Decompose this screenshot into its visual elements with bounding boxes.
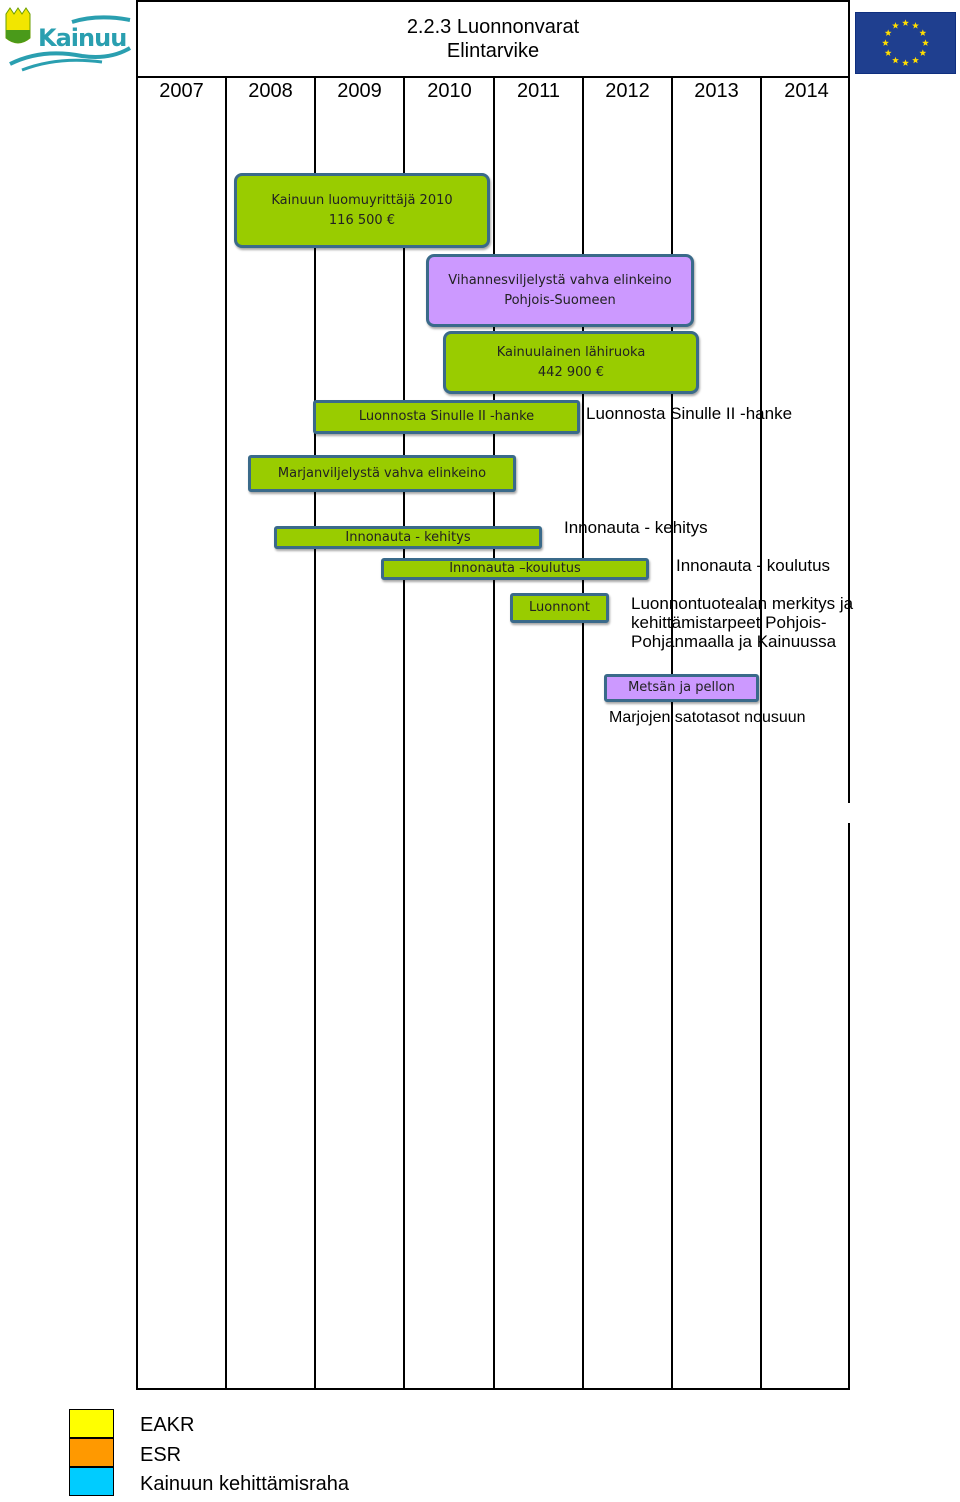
year-label: 2009 [337,80,382,102]
note-line: Luonnontuotealan merkitys ja [631,594,854,613]
eu-star-icon [902,19,909,26]
header-divider [136,76,850,78]
year-label: 2014 [784,80,829,102]
year-label: 2007 [159,80,204,102]
page-title: 2.2.3 Luonnonvarat [406,16,580,38]
eu-star-icon [919,49,927,56]
note-luonnosta-sinulle: Luonnosta Sinulle II -hanke [586,404,793,423]
legend-label-eakr: EAKR [140,1414,195,1436]
project-name: Marjanviljelystä vahva elinkeino [277,465,487,481]
year-column-divider [403,78,405,1390]
eu-star-icon [882,39,889,46]
project-name: Luonnosta Sinulle II -hanke [358,409,535,424]
legend-swatch-eakr [69,1409,114,1438]
project-name: Kainuun luomuyrittäjä 2010 [271,192,453,208]
eu-star-icon [912,56,919,64]
eu-star-icon [912,22,919,29]
legend-label-kehittamisraha: Kainuun kehittämisraha [140,1473,350,1495]
project-vihannesviljely[interactable]: Vihannesviljelystä vahva elinkeino Pohjo… [426,254,694,327]
legend-label-esr: ESR [140,1444,182,1466]
note-line: Pohjanmaalla ja Kainuussa [631,632,837,651]
year-label: 2011 [516,80,560,102]
eu-star-icon [892,56,899,64]
note-innonauta-kehitys: Innonauta - kehitys [564,518,708,537]
project-metsan-ja-pellon[interactable]: Metsän ja pellon [604,674,759,702]
project-name: Vihannesviljelystä vahva elinkeino [448,272,672,288]
eu-star-icon [922,39,929,46]
year-column-divider [314,78,316,1390]
project-name: Kainuulainen lähiruoka [496,344,646,360]
year-label: 2008 [248,80,293,102]
year-column-divider [671,78,673,1390]
eu-star-icon [892,22,899,29]
kainuu-logo-icon [2,4,134,74]
project-luonnontuote[interactable]: Luonnont [510,593,609,623]
frame-gap [846,803,854,823]
legend-swatch-esr [69,1438,114,1467]
year-column-divider [225,78,227,1390]
year-column-divider [582,78,584,1390]
note-luonnontuotealan-merkitys: Luonnontuotealan merkitys ja kehittämist… [631,594,853,651]
project-innonauta-kehitys[interactable]: Innonauta - kehitys [274,526,542,549]
eu-star-icon [902,59,909,66]
project-name: Innonauta –koulutus [449,561,581,576]
legend-swatch-kehittamisraha [69,1467,114,1496]
project-name: Metsän ja pellon [628,680,735,695]
year-label: 2012 [605,80,650,102]
year-label: 2010 [427,80,472,102]
logo-text: Kainuu [38,24,127,52]
project-name: Luonnont [529,600,590,615]
project-innonauta-koulutus[interactable]: Innonauta –koulutus [381,558,649,580]
note-innonauta-koulutus: Innonauta - koulutus [676,556,831,575]
project-luonnosta-sinulle[interactable]: Luonnosta Sinulle II -hanke [313,400,580,434]
project-lahiruoka[interactable]: Kainuulainen lähiruoka 442 900 € [443,331,699,394]
page-subtitle: Elintarvike [446,40,540,62]
project-marjanviljely[interactable]: Marjanviljelystä vahva elinkeino [248,455,516,492]
year-column-divider [760,78,762,1390]
project-luomuyrittaja[interactable]: Kainuun luomuyrittäjä 2010 116 500 € [234,173,490,248]
project-name: Innonauta - kehitys [345,529,471,545]
eu-star-icon [884,29,892,36]
project-budget: 116 500 € [328,212,396,228]
eu-star-icon [884,49,892,56]
note-line: kehittämistarpeet Pohjois- [631,613,827,632]
project-name-cont: Pohjois-Suomeen [504,292,616,308]
note-marjojen-satotasot: Marjojen satotasot nousuun [609,709,806,726]
year-column-divider [493,78,495,1390]
eu-star-icon [919,29,927,36]
eu-flag-icon [855,12,956,74]
year-label: 2013 [694,80,739,102]
project-budget: 442 900 € [537,364,605,380]
